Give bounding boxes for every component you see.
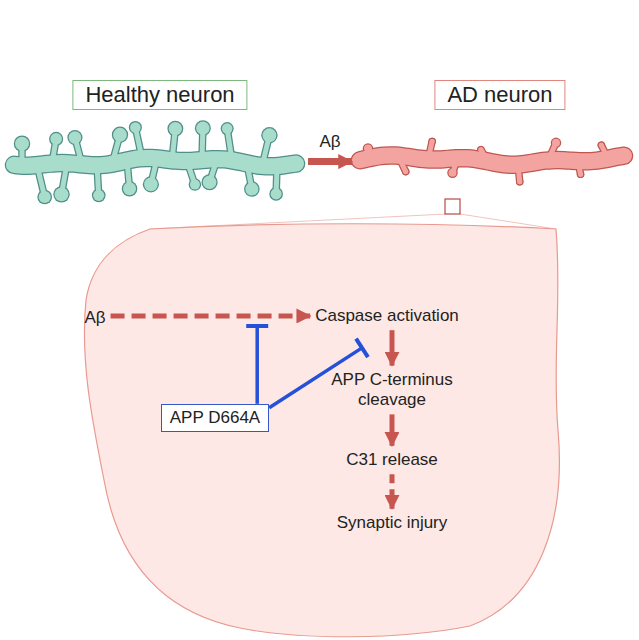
panel-heading: Healthy neuron	[72, 80, 247, 110]
process-label: Caspase activation	[315, 306, 459, 326]
process-label: C31 release	[346, 450, 438, 470]
panel-heading: AD neuron	[434, 80, 565, 110]
node-text: APP C-terminus cleavage	[328, 370, 456, 411]
arrow-connector	[390, 330, 395, 365]
arrow-connector	[389, 414, 394, 445]
node-text: Synaptic injury	[337, 513, 448, 533]
neuron-panel: AD neuron	[352, 80, 634, 216]
process-label: APP C-terminus cleavage	[328, 370, 456, 411]
zoom-square	[445, 199, 460, 214]
mutant-box: APP D664A	[161, 404, 269, 432]
arrow-connector	[308, 158, 352, 165]
node-text: C31 release	[346, 450, 438, 470]
node-text: APP D664A	[170, 408, 260, 428]
process-label: Aβ	[84, 308, 105, 328]
neuron-panel: Healthy neuron	[8, 80, 308, 216]
arrow-connector	[390, 474, 395, 509]
edge-label: Aβ	[319, 132, 340, 152]
node-text: Aβ	[84, 308, 105, 328]
process-label: Synaptic injury	[337, 513, 448, 533]
healthy-dendrite	[14, 120, 296, 204]
ad-dendrite	[360, 138, 624, 186]
spine-outline	[84, 224, 559, 637]
arrow-connector	[111, 313, 311, 318]
node-text: Caspase activation	[315, 306, 459, 326]
inhibition-line	[255, 326, 259, 404]
